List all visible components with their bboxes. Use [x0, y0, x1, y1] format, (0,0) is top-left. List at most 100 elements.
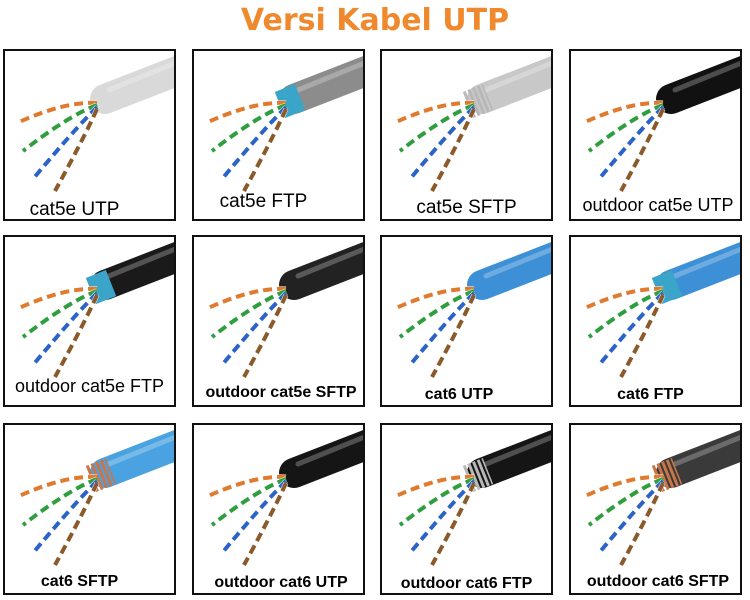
cable-image: [15, 242, 174, 379]
jacket-highlight: [483, 246, 551, 279]
wire-colored: [619, 108, 665, 192]
wire-colored: [220, 105, 288, 181]
wire-colored: [53, 482, 99, 566]
wire-colored: [21, 477, 98, 527]
cable-card: cat5e SFTP: [380, 49, 553, 221]
cable-image: [392, 430, 551, 567]
cable-label: cat6 FTP: [617, 386, 684, 403]
cable-image: [581, 430, 740, 567]
cable-shield: [651, 458, 683, 492]
wire-colored: [597, 105, 665, 181]
cable-image: [15, 430, 174, 567]
cable-label: cat6 SFTP: [40, 573, 119, 590]
cable-jacket: [279, 242, 363, 300]
wire-colored: [220, 479, 288, 555]
wire-colored: [582, 474, 664, 499]
cable-shield: [462, 84, 494, 118]
jacket-highlight: [106, 434, 174, 467]
cable-image: [204, 242, 363, 379]
wire-colored: [408, 105, 476, 181]
wire-colored: [16, 100, 98, 125]
jacket-highlight: [672, 246, 740, 279]
wire-colored: [430, 294, 476, 378]
jacket-highlight: [106, 246, 174, 279]
cable-label: outdoor cat5e SFTP: [205, 384, 357, 401]
wire-colored: [210, 103, 287, 153]
cable-image: [204, 430, 363, 567]
cable-jacket: [279, 430, 363, 488]
cable-label: outdoor cat6 SFTP: [586, 573, 730, 590]
cable-image: [581, 56, 740, 193]
wire-colored: [210, 289, 287, 339]
cable-image: [204, 56, 363, 193]
cable-jacket: [90, 242, 174, 300]
wire-colored: [242, 108, 288, 192]
wire-colored: [210, 477, 287, 527]
jacket-highlight: [106, 60, 174, 93]
cable-card: outdoor cat6 SFTP: [569, 423, 742, 595]
cable-jacket: [656, 56, 740, 114]
wire-colored: [408, 291, 476, 367]
cable-card: cat6 FTP: [569, 235, 742, 407]
cable-image: [15, 56, 174, 193]
jacket-highlight: [483, 60, 551, 93]
jacket-highlight: [295, 434, 363, 467]
page-title: Versi Kabel UTP: [240, 3, 510, 38]
cable-jacket: [467, 242, 551, 300]
jacket-highlight: [672, 434, 740, 467]
wire-colored: [398, 289, 475, 339]
cable-card: outdoor cat6 UTP: [192, 423, 365, 595]
cable-jacket: [656, 430, 740, 488]
wire-colored: [53, 294, 99, 378]
wire-colored: [393, 474, 475, 499]
wire-colored: [582, 286, 664, 311]
cable-jacket: [467, 430, 551, 488]
wire-colored: [619, 482, 665, 566]
wire-colored: [408, 479, 476, 555]
cable-jacket: [90, 430, 174, 488]
wire-colored: [587, 289, 664, 339]
cable-jacket: [279, 56, 363, 114]
cable-jacket: [90, 56, 174, 114]
jacket-highlight: [295, 60, 363, 93]
cable-card: cat6 SFTP: [3, 423, 176, 595]
wire-colored: [587, 103, 664, 153]
wire-colored: [393, 286, 475, 311]
wire-colored: [619, 294, 665, 378]
cable-card: cat5e FTP: [192, 49, 365, 221]
cable-card: cat6 UTP: [380, 235, 553, 407]
jacket-highlight: [295, 246, 363, 279]
cable-shield: [462, 458, 494, 492]
cable-label: cat5e UTP: [29, 199, 120, 220]
wire-colored: [205, 474, 287, 499]
wire-colored: [398, 477, 475, 527]
cable-card: cat5e UTP: [3, 49, 176, 221]
wire-colored: [16, 286, 98, 311]
wire-colored: [31, 105, 99, 181]
cable-image: [392, 242, 551, 379]
wire-colored: [430, 482, 476, 566]
cable-shield: [85, 458, 117, 492]
cable-card: outdoor cat6 FTP: [380, 423, 553, 595]
wire-colored: [220, 291, 288, 367]
wire-colored: [21, 103, 98, 153]
wire-colored: [21, 289, 98, 339]
cable-jacket: [467, 56, 551, 114]
wire-colored: [597, 291, 665, 367]
cable-label: outdoor cat6 FTP: [400, 575, 533, 592]
wire-colored: [205, 286, 287, 311]
wire-colored: [430, 108, 476, 192]
wire-colored: [31, 479, 99, 555]
wire-colored: [582, 100, 664, 125]
cable-label: cat6 UTP: [424, 386, 494, 403]
cable-image: [392, 56, 551, 193]
wire-colored: [16, 474, 98, 499]
cable-card: outdoor cat5e UTP: [569, 49, 742, 221]
wire-colored: [53, 108, 99, 192]
jacket-highlight: [483, 434, 551, 467]
cable-card: outdoor cat5e SFTP: [192, 235, 365, 407]
cable-label: outdoor cat5e UTP: [582, 195, 734, 215]
cable-image: [581, 242, 740, 379]
jacket-highlight: [672, 60, 740, 93]
cable-label: outdoor cat5e FTP: [14, 376, 165, 396]
